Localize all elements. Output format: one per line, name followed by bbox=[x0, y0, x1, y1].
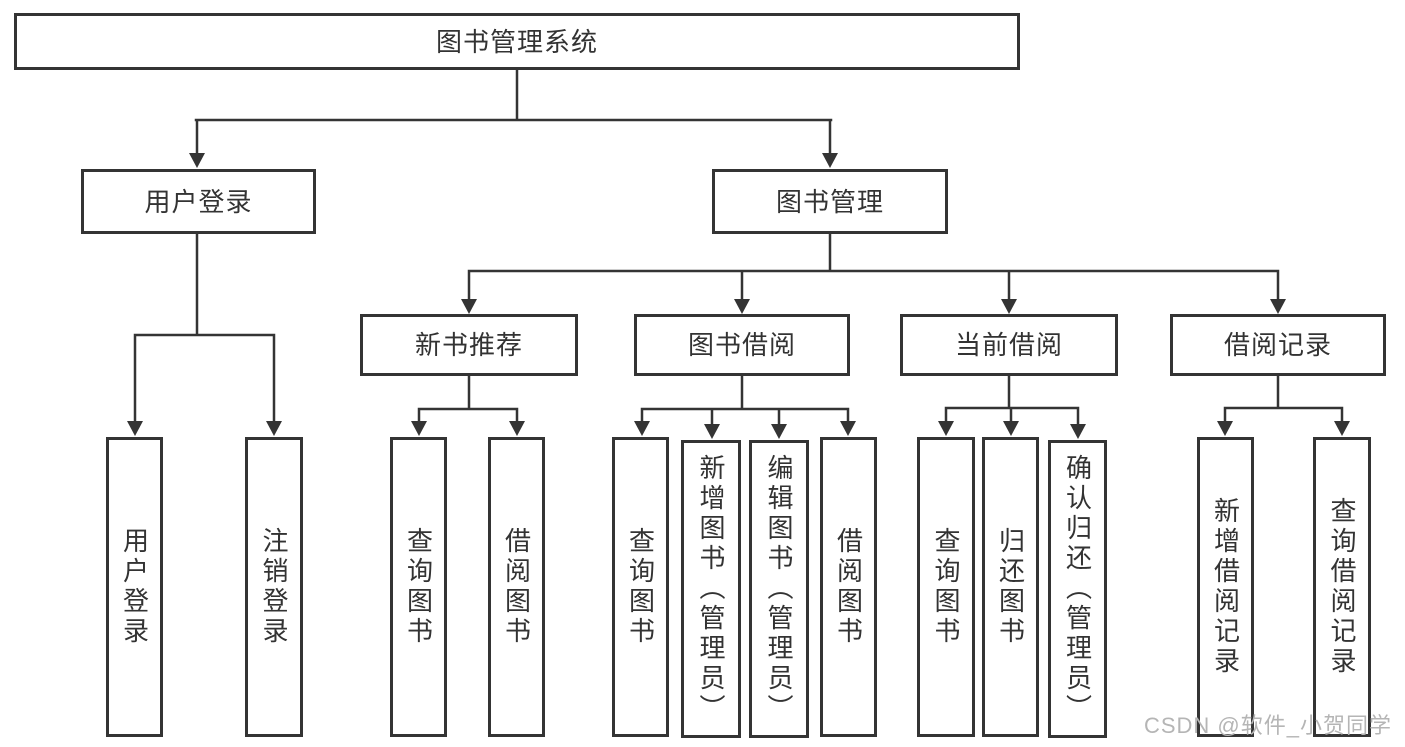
node-label: 查询图书 bbox=[931, 527, 961, 647]
leaf-search-books-borrowing: 查询图书 bbox=[612, 437, 669, 737]
node-label: 查询借阅记录 bbox=[1327, 497, 1357, 677]
node-label: 查询图书 bbox=[625, 527, 656, 647]
node-label: 图书借阅 bbox=[687, 330, 796, 360]
leaf-return-books: 归还图书 bbox=[982, 437, 1039, 737]
node-label: 图书管理 bbox=[775, 186, 884, 217]
node-label: 注销登录 bbox=[259, 527, 289, 647]
node-book-borrowing: 图书借阅 bbox=[634, 314, 850, 376]
node-label: 借阅图书 bbox=[833, 527, 864, 647]
watermark-text: CSDN @软件_小贺同学 bbox=[1143, 713, 1392, 738]
node-label: 用户登录 bbox=[144, 186, 253, 217]
node-current-borrowing: 当前借阅 bbox=[900, 314, 1118, 376]
node-user-login: 用户登录 bbox=[81, 169, 316, 234]
leaf-borrow-books-borrowing: 借阅图书 bbox=[820, 437, 877, 737]
node-label: 借阅图书 bbox=[501, 527, 532, 647]
leaf-search-borrow-record: 查询借阅记录 bbox=[1313, 437, 1371, 737]
leaf-edit-books-admin: 编辑图书（管理员） bbox=[749, 440, 809, 738]
node-label: 新书推荐 bbox=[414, 330, 523, 360]
node-label: 当前借阅 bbox=[954, 330, 1063, 360]
leaf-logout: 注销登录 bbox=[245, 437, 303, 737]
node-label: 借阅记录 bbox=[1223, 330, 1332, 360]
leaf-borrow-books-recommend: 借阅图书 bbox=[488, 437, 545, 737]
node-label: 新增图书（管理员） bbox=[696, 454, 726, 724]
leaf-add-borrow-record: 新增借阅记录 bbox=[1197, 437, 1254, 737]
leaf-add-books-admin: 新增图书（管理员） bbox=[681, 440, 741, 738]
node-library-system: 图书管理系统 bbox=[14, 13, 1020, 70]
node-label: 归还图书 bbox=[995, 527, 1026, 647]
node-book-management: 图书管理 bbox=[712, 169, 948, 234]
leaf-user-login: 用户登录 bbox=[106, 437, 163, 737]
node-label: 确认归还（管理员） bbox=[1062, 454, 1093, 724]
leaf-search-books-current: 查询图书 bbox=[917, 437, 975, 737]
node-label: 图书管理系统 bbox=[435, 26, 598, 57]
leaf-search-books-recommend: 查询图书 bbox=[390, 437, 447, 737]
leaf-confirm-return-admin: 确认归还（管理员） bbox=[1048, 440, 1107, 738]
node-label: 新增借阅记录 bbox=[1210, 497, 1241, 677]
node-borrowing-records: 借阅记录 bbox=[1170, 314, 1386, 376]
node-label: 用户登录 bbox=[119, 527, 150, 647]
node-label: 编辑图书（管理员） bbox=[764, 454, 794, 724]
node-label: 查询图书 bbox=[403, 527, 434, 647]
node-new-book-recommendation: 新书推荐 bbox=[360, 314, 578, 376]
